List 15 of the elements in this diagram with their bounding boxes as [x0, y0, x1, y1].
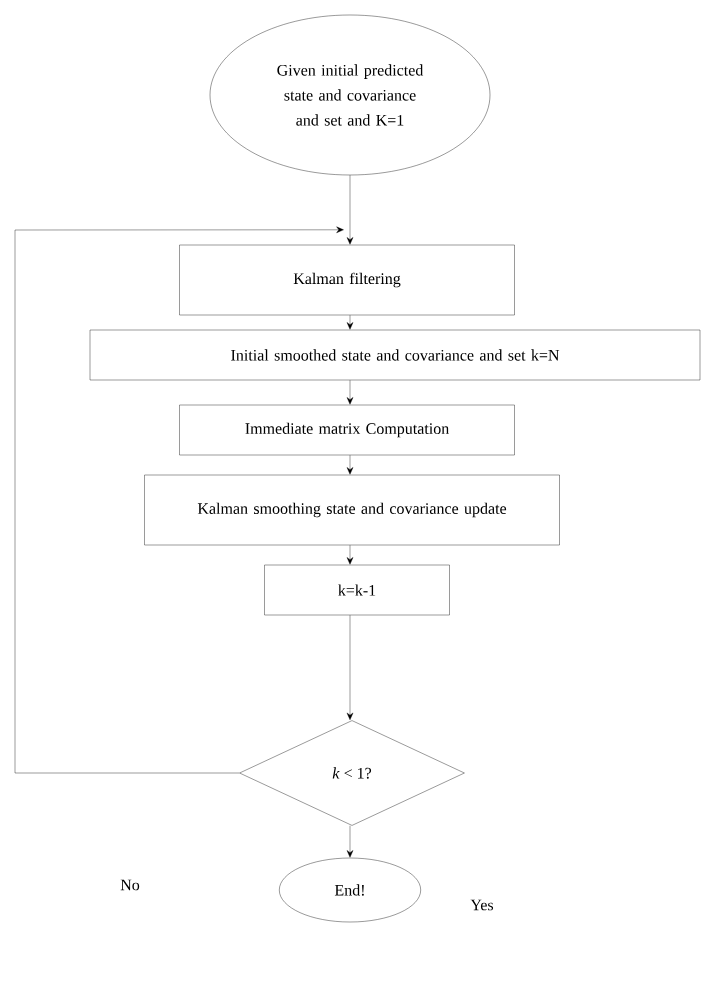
arrow [346, 545, 354, 565]
branch-label: Yes [470, 899, 494, 911]
process-box: k=k-1 [264, 564, 450, 616]
arrow [346, 380, 354, 405]
arrow [346, 175, 354, 245]
process-box: Kalman smoothing state and covariance update [144, 474, 560, 546]
process-box: Kalman filtering [179, 244, 515, 316]
arrow [346, 315, 354, 330]
feedback-arrow [14, 226, 344, 774]
process-box: Initial smoothed state and covariance and set k=N [89, 329, 701, 381]
arrow [346, 825, 354, 858]
branch-label: No [120, 879, 140, 891]
arrow [346, 615, 354, 720]
arrow [346, 455, 354, 475]
process-box: Immediate matrix Computation [179, 404, 515, 456]
